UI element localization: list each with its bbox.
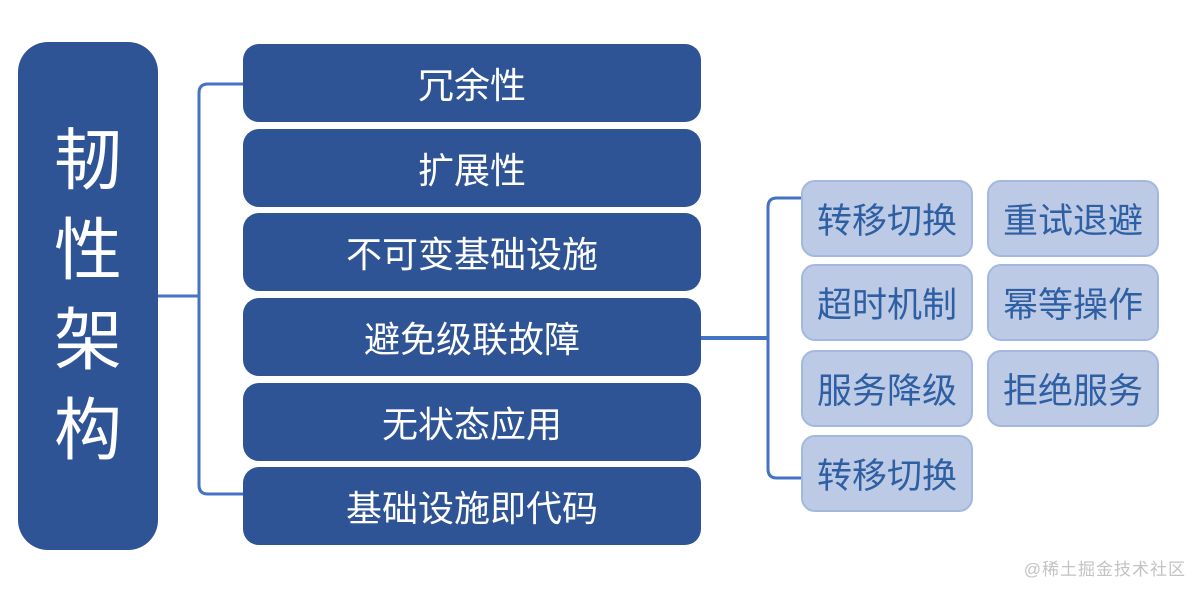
- branch-node-redundancy: 冗余性: [243, 44, 701, 122]
- right-bracket-connector: [701, 196, 801, 480]
- root-node-label: 韧性架构: [53, 123, 122, 469]
- branch-label: 基础设施即代码: [345, 488, 598, 529]
- leaf-label: 服务降级: [816, 372, 957, 411]
- branch-node-stateless-applications: 无状态应用: [243, 383, 701, 461]
- leaf-node-retry-backoff: 重试退避: [987, 180, 1159, 257]
- branch-label: 无状态应用: [381, 404, 562, 445]
- leaf-node-timeout-mechanism: 超时机制: [801, 264, 973, 341]
- branch-label: 扩展性: [417, 150, 526, 191]
- branch-label: 不可变基础设施: [345, 234, 598, 275]
- leaf-node-reject-service: 拒绝服务: [987, 350, 1159, 427]
- branch-node-immutable-infrastructure: 不可变基础设施: [243, 213, 701, 291]
- leaf-node-service-degradation: 服务降级: [801, 350, 973, 427]
- root-node-resilient-architecture: 韧性架构: [18, 42, 158, 550]
- leaf-label: 幂等操作: [1002, 286, 1143, 325]
- branch-node-scalability: 扩展性: [243, 129, 701, 207]
- leaf-label: 重试退避: [1002, 202, 1143, 241]
- branch-label: 避免级联故障: [363, 319, 580, 360]
- left-bracket-connector: [158, 82, 243, 496]
- leaf-label: 转移切换: [816, 202, 957, 241]
- leaf-label: 拒绝服务: [1002, 372, 1143, 411]
- branch-label: 冗余性: [417, 65, 526, 106]
- branch-node-infrastructure-as-code: 基础设施即代码: [243, 467, 701, 545]
- watermark-text: @稀土掘金技术社区: [1023, 560, 1186, 579]
- leaf-node-failover-2: 转移切换: [801, 435, 973, 512]
- leaf-label: 转移切换: [816, 457, 957, 496]
- leaf-node-idempotent-operations: 幂等操作: [987, 264, 1159, 341]
- leaf-label: 超时机制: [816, 286, 957, 325]
- branch-node-avoid-cascading-failures: 避免级联故障: [243, 298, 701, 376]
- leaf-node-failover-1: 转移切换: [801, 180, 973, 257]
